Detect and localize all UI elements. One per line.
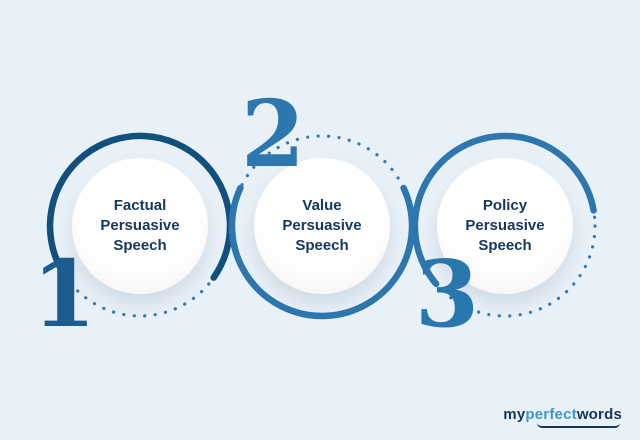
step3-number: 3 <box>415 240 480 348</box>
step3-label: Policy Persuasive Speech <box>465 196 545 255</box>
step2-label: Value Persuasive Speech <box>282 196 362 255</box>
step1-number: 1 <box>32 240 97 348</box>
step2-number: 2 <box>241 80 306 188</box>
step1-label: Factual Persuasive Speech <box>100 196 180 255</box>
brand-logo: myperfectwords <box>503 406 622 428</box>
logo-part-perfect: perfect <box>525 405 577 423</box>
step2-arc <box>228 184 416 320</box>
logo-underline <box>536 423 620 428</box>
step3-circle: Policy Persuasive Speech <box>437 158 573 294</box>
step1-circle: Factual Persuasive Speech <box>72 158 208 294</box>
step2-circle: Value Persuasive Speech <box>254 158 390 294</box>
logo-part-words: words <box>576 405 622 423</box>
logo-text: myperfectwords <box>503 406 622 423</box>
logo-part-my: my <box>503 405 526 423</box>
step3-arc <box>411 132 597 288</box>
